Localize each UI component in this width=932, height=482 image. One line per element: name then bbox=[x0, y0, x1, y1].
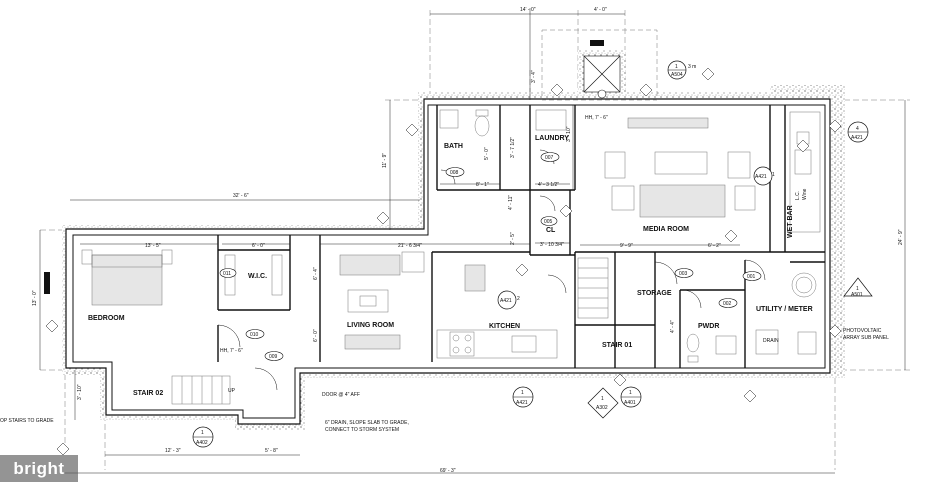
hh-note-media: HH, 7' - 6" bbox=[585, 115, 608, 121]
door-tag-009: 009 bbox=[269, 354, 278, 360]
hh-note-living: HH, 7' - 6" bbox=[220, 348, 243, 354]
a501-sheet: A501 bbox=[851, 292, 863, 298]
dim-overall: 69' - 3" bbox=[440, 468, 456, 474]
a421-mid-sheet: A421 bbox=[500, 298, 512, 304]
a421-top-sheet: A421 bbox=[851, 135, 863, 141]
room-label-wic: W.I.C. bbox=[248, 273, 267, 280]
note-drain-tag: DRAIN bbox=[763, 338, 779, 344]
furniture bbox=[44, 109, 821, 405]
a421-media-sheet: A421 bbox=[755, 174, 767, 180]
dim-left-32: 32' - 6" bbox=[233, 193, 249, 199]
door-tag-002: 002 bbox=[723, 301, 732, 307]
dim-left-13: 13' - 0" bbox=[32, 290, 38, 306]
room-label-stair-01: STAIR 01 bbox=[602, 342, 632, 349]
room-label-bedroom: BEDROOM bbox=[88, 315, 125, 322]
dim-lr-v2: 6' - 0" bbox=[313, 329, 319, 342]
dim-right-24: 24' - 9" bbox=[898, 229, 904, 245]
room-label-wet-bar: WET BAR bbox=[787, 205, 794, 238]
a421-bottom-num: 1 bbox=[521, 390, 524, 396]
room-label-living-room: LIVING ROOM bbox=[347, 322, 394, 329]
note-up-stairs: OP STAIRS TO GRADE bbox=[0, 418, 54, 424]
room-label-bath: BATH bbox=[444, 143, 463, 150]
dim-left-11: 11' - 9" bbox=[382, 153, 388, 168]
a401-sheet: A401 bbox=[624, 400, 636, 406]
room-label-utility: UTILITY / METER bbox=[756, 306, 813, 313]
dim-laundry-4: 4' - 3 1/2" bbox=[538, 182, 559, 188]
a401-num: 1 bbox=[629, 390, 632, 396]
door-tag-005: 005 bbox=[544, 219, 553, 225]
room-label-media-room: MEDIA ROOM bbox=[643, 226, 689, 233]
a421-mid-num: 2 bbox=[517, 296, 520, 302]
dim-bottom-12: 12' - 3" bbox=[165, 448, 181, 454]
door-tag-001: 001 bbox=[747, 274, 756, 280]
room-label-cl: CL bbox=[546, 227, 556, 234]
a421-media-num: 1 bbox=[772, 172, 775, 178]
interior-walls bbox=[217, 105, 825, 368]
note-drain-1: 6" DRAIN, SLOPE SLAB TO GRADE, bbox=[325, 420, 409, 426]
door-tags: 008 007 005 011 010 009 003 002 001 bbox=[219, 152, 762, 361]
dim-wic-width: 6' - 0" bbox=[252, 243, 265, 249]
a302-num: 1 bbox=[601, 396, 604, 402]
dim-media-6: 6' - 2" bbox=[708, 243, 721, 249]
note-drain-2: CONNECT TO STORM SYSTEM bbox=[325, 427, 399, 433]
a421-top-num: 4 bbox=[856, 126, 859, 132]
dim-pad-3m: 3 m bbox=[688, 64, 696, 70]
dim-cl-3: 3' - 10 3/4" bbox=[540, 242, 564, 248]
dim-media-9: 9' - 9" bbox=[620, 243, 633, 249]
a504-num: 1 bbox=[675, 64, 678, 70]
section-markers: 1 A504 4 A421 A421 1 A421 2 1 A501 1 A42… bbox=[45, 60, 873, 456]
a402-sheet: A402 bbox=[196, 440, 208, 446]
a504-sheet: A504 bbox=[671, 72, 683, 78]
dim-media-v: 3' - 10" bbox=[566, 126, 572, 142]
room-label-stair-02: STAIR 02 bbox=[133, 390, 163, 397]
room-label-storage: STORAGE bbox=[637, 290, 672, 297]
note-pv-2: ARRAY SUB PANEL bbox=[843, 335, 889, 341]
a302-sheet: A302 bbox=[596, 405, 608, 411]
room-label-pwdr: PWDR bbox=[698, 323, 719, 330]
dim-bath-8: 8' - 1" bbox=[476, 182, 489, 188]
dimension-lines bbox=[39, 8, 906, 474]
a501-num: 1 bbox=[856, 286, 859, 292]
a421-bottom-sheet: A421 bbox=[516, 400, 528, 406]
exterior-walls bbox=[65, 98, 831, 425]
dim-bottom-5: 5' - 8" bbox=[265, 448, 278, 454]
note-wine: Wine bbox=[802, 188, 808, 200]
watermark-logo: bright bbox=[0, 455, 78, 482]
room-label-laundry: LAUNDRY bbox=[535, 135, 569, 142]
room-label-kitchen: KITCHEN bbox=[489, 323, 520, 330]
dim-cl-v: 2' - 5" bbox=[510, 232, 516, 245]
dim-wall-v: 4' - 11" bbox=[508, 195, 514, 210]
dim-s02-v: 3' - 10" bbox=[77, 384, 83, 400]
dim-top-4: 4' - 0" bbox=[594, 7, 607, 13]
dim-laundry-v: 3' - 7 1/2" bbox=[510, 137, 516, 158]
door-tag-010: 010 bbox=[250, 332, 259, 338]
dim-bath-v: 5' - 0" bbox=[484, 147, 490, 160]
window-well bbox=[541, 29, 658, 101]
door-tag-003: 003 bbox=[679, 271, 688, 277]
dim-top-small: 3' - 4" bbox=[531, 70, 537, 83]
dim-top-14: 14' - 0" bbox=[520, 7, 536, 13]
dim-stair-v: 4' - 4" bbox=[670, 320, 676, 333]
a402-num: 1 bbox=[201, 430, 204, 436]
door-tag-007: 007 bbox=[545, 155, 554, 161]
dim-living-width: 21' - 6 3/4" bbox=[398, 243, 422, 249]
note-lc: L.C. bbox=[795, 191, 801, 200]
door-tag-011: 011 bbox=[223, 271, 231, 277]
note-pv-1: PHOTOVOLTAIC bbox=[843, 328, 882, 334]
dim-bed-width: 13' - 5" bbox=[145, 243, 161, 249]
dim-lr-v1: 6' - 4" bbox=[313, 267, 319, 280]
door-tag-008: 008 bbox=[450, 170, 459, 176]
note-door: DOOR @ 4" AFF bbox=[322, 392, 360, 398]
note-up: UP bbox=[228, 388, 236, 394]
